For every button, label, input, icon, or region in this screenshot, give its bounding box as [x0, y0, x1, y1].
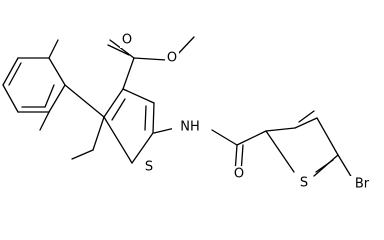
- bromo-bond: [337, 154, 353, 179]
- methyl-thiophene-end: [71, 149, 94, 160]
- amide-linker: [153, 127, 267, 174]
- dimethylphenyl-ring: [2, 57, 66, 113]
- methyl-thiophene: [92, 116, 105, 151]
- molecule-canvas: O O NH S O S Br: [2, 32, 370, 192]
- methyl-top: [48, 39, 59, 59]
- atom-o-ether-ester: O: [167, 51, 177, 66]
- atom-br: Br: [355, 177, 370, 192]
- aryl-link: [64, 84, 105, 118]
- atom-s-thiophene-bromo: S: [300, 176, 308, 191]
- thiophene-bromo: [265, 110, 339, 177]
- thiophene-core: [103, 88, 155, 164]
- atom-s-thiophene-core: S: [145, 160, 153, 175]
- atom-nh-amide: NH: [180, 120, 200, 135]
- atom-o-amide: O: [234, 167, 244, 182]
- atom-o-carbonyl-ester: O: [122, 33, 132, 48]
- methyl-bottom: [39, 111, 50, 131]
- structure-diagram: O O NH S O S Br: [2, 32, 370, 192]
